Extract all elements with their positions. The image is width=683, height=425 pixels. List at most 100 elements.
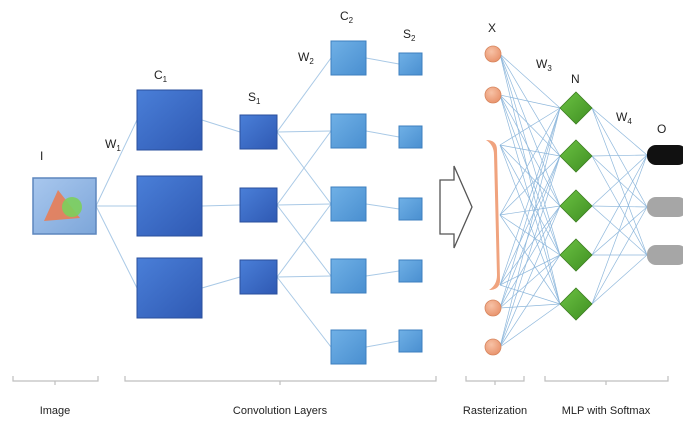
weight-label-w4: W4 bbox=[616, 110, 632, 126]
layer-label-c2: C2 bbox=[340, 9, 354, 25]
raster-ellipsis-bar bbox=[486, 140, 500, 290]
layer-label-c1: C1 bbox=[154, 68, 168, 84]
c2-map-2 bbox=[330, 113, 367, 149]
s2-map-2 bbox=[398, 125, 423, 149]
group-label-image: Image bbox=[40, 405, 71, 417]
connection-line-37 bbox=[499, 205, 561, 216]
connection-line-13 bbox=[276, 275, 332, 278]
connection-line-38 bbox=[499, 214, 561, 256]
connection-line-17 bbox=[365, 203, 400, 210]
group-label-rasterization: Rasterization bbox=[463, 405, 527, 417]
weight-label-w3: W3 bbox=[536, 57, 552, 73]
layer-label-s2: S2 bbox=[403, 27, 416, 43]
s2-map-4 bbox=[398, 259, 423, 283]
layer-label-n: N bbox=[571, 72, 580, 86]
mlp-node-1 bbox=[559, 91, 593, 125]
connection-line-15 bbox=[365, 57, 400, 65]
weight-label-w1: W1 bbox=[105, 137, 121, 153]
connection-line-3 bbox=[201, 119, 241, 133]
connection-line-0 bbox=[95, 119, 138, 207]
bracket-image bbox=[12, 376, 99, 385]
mlp-node-5 bbox=[559, 287, 593, 321]
output-node-3 bbox=[647, 245, 683, 265]
connection-line-26 bbox=[499, 94, 561, 157]
connection-line-69 bbox=[591, 254, 648, 305]
c2-map-3 bbox=[330, 186, 367, 222]
connection-line-53 bbox=[499, 254, 561, 348]
c1-map-1 bbox=[136, 89, 203, 151]
connection-line-61 bbox=[591, 154, 648, 207]
connection-line-16 bbox=[365, 130, 400, 138]
connection-line-54 bbox=[499, 303, 561, 348]
connection-line-31 bbox=[499, 144, 561, 157]
connection-line-62 bbox=[591, 205, 648, 208]
s1-map-1 bbox=[239, 114, 278, 150]
connection-line-23 bbox=[499, 53, 561, 256]
connection-line-52 bbox=[499, 205, 561, 348]
connection-line-21 bbox=[499, 53, 561, 157]
connection-line-65 bbox=[591, 206, 648, 256]
c2-map-1 bbox=[330, 40, 367, 76]
s2-pooled-maps bbox=[398, 52, 423, 353]
connection-line-41 bbox=[499, 155, 561, 286]
connection-line-24 bbox=[499, 53, 561, 305]
connection-line-9 bbox=[276, 130, 332, 206]
connection-line-36 bbox=[499, 155, 561, 216]
group-brackets bbox=[12, 376, 669, 385]
connection-line-67 bbox=[591, 154, 648, 305]
c1-map-2 bbox=[136, 175, 203, 237]
output-node-1 bbox=[647, 145, 683, 165]
connection-line-34 bbox=[499, 144, 561, 305]
group-label-convolution: Convolution Layers bbox=[233, 405, 328, 417]
connection-line-46 bbox=[499, 155, 561, 309]
layer-label-x: X bbox=[488, 21, 496, 35]
connection-line-51 bbox=[499, 155, 561, 348]
connection-line-30 bbox=[499, 107, 561, 146]
connection-line-33 bbox=[499, 144, 561, 256]
output-nodes bbox=[647, 145, 683, 265]
connection-line-6 bbox=[276, 57, 332, 133]
connection-line-22 bbox=[499, 53, 561, 207]
connection-line-20 bbox=[499, 53, 561, 109]
connection-lines bbox=[95, 53, 648, 348]
connection-line-42 bbox=[499, 205, 561, 286]
group-label-mlp: MLP with Softmax bbox=[562, 405, 651, 417]
mlp-hidden-nodes bbox=[559, 91, 593, 321]
raster-node-2 bbox=[484, 86, 502, 104]
s2-map-5 bbox=[398, 329, 423, 353]
s1-pooled-maps bbox=[239, 114, 278, 295]
connection-line-55 bbox=[591, 107, 648, 156]
circle-shape bbox=[62, 197, 82, 217]
c1-feature-maps bbox=[136, 89, 203, 319]
connection-line-56 bbox=[591, 107, 648, 208]
connection-line-14 bbox=[276, 276, 332, 348]
connection-line-59 bbox=[591, 155, 648, 208]
c1-map-3 bbox=[136, 257, 203, 319]
s1-map-2 bbox=[239, 187, 278, 223]
connection-line-18 bbox=[365, 270, 400, 277]
rasterization-vector bbox=[484, 45, 502, 356]
s2-map-3 bbox=[398, 197, 423, 221]
connection-line-50 bbox=[499, 107, 561, 348]
connection-line-58 bbox=[591, 154, 648, 157]
connection-line-68 bbox=[591, 206, 648, 305]
connection-line-47 bbox=[499, 205, 561, 309]
connection-line-45 bbox=[499, 107, 561, 309]
connection-line-64 bbox=[591, 154, 648, 256]
layer-label-s1: S1 bbox=[248, 90, 261, 106]
connection-line-40 bbox=[499, 107, 561, 286]
raster-node-3 bbox=[484, 299, 502, 317]
connection-line-4 bbox=[201, 204, 241, 207]
connection-line-5 bbox=[201, 276, 241, 289]
s2-map-1 bbox=[398, 52, 423, 76]
connection-line-2 bbox=[95, 205, 138, 289]
c2-map-5 bbox=[330, 329, 367, 365]
connection-line-35 bbox=[499, 107, 561, 216]
layer-label-o: O bbox=[657, 122, 666, 136]
connection-line-49 bbox=[499, 303, 561, 309]
raster-node-1 bbox=[484, 45, 502, 63]
connection-line-43 bbox=[499, 254, 561, 286]
connection-line-44 bbox=[499, 284, 561, 305]
mlp-node-4 bbox=[559, 238, 593, 272]
